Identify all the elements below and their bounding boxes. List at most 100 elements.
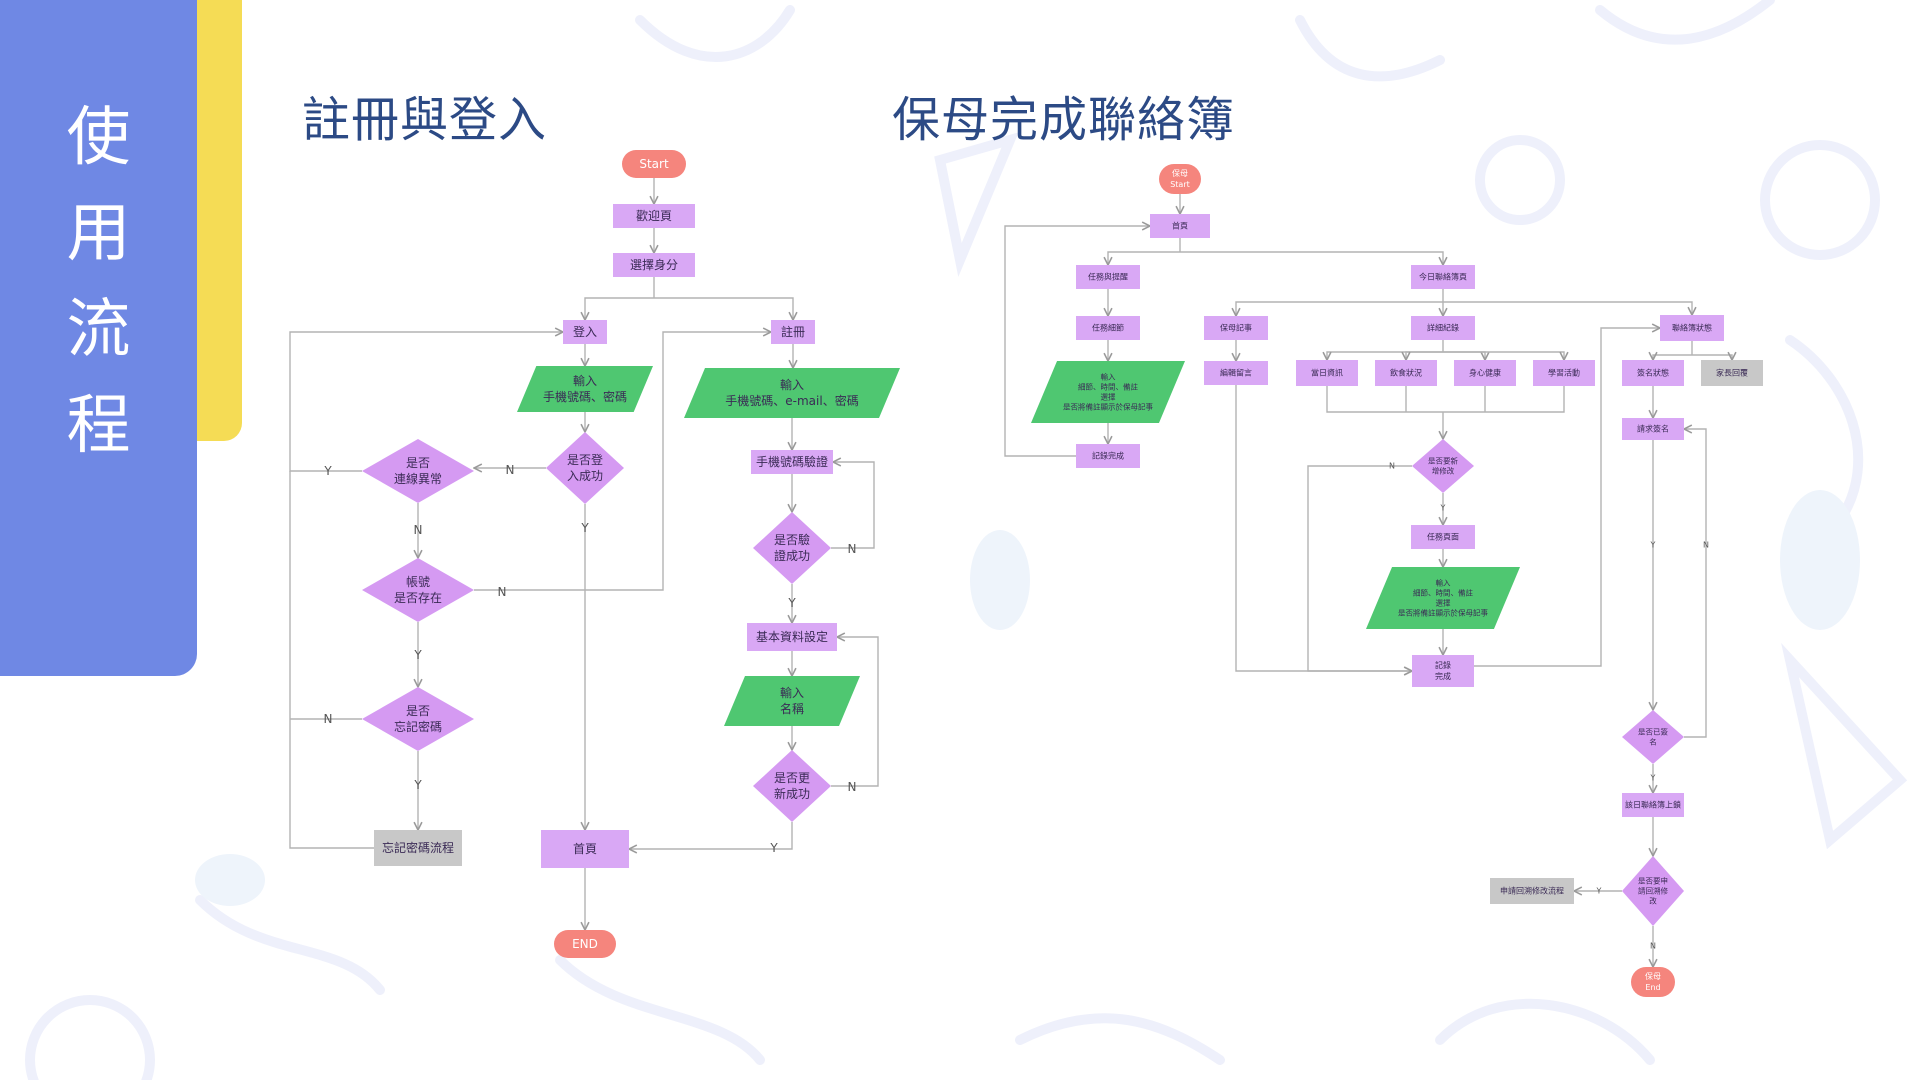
edge-conn-yes [289, 332, 563, 472]
label-forgot-no: N [324, 712, 333, 726]
node-login-success-label: 是否登 [567, 452, 603, 467]
node2-task-input2-label: 輸入 [1436, 577, 1452, 587]
edge-verify-no [831, 462, 875, 549]
node2-need-edit-shape [1412, 439, 1474, 493]
node-connection-error-label: 是否 [406, 456, 430, 470]
node-start-label: Start [639, 157, 669, 171]
label-account-no: N [498, 585, 507, 599]
node2-detail-record-label: 詳細紀錄 [1427, 323, 1459, 333]
node2-sign-status: 簽名狀態 [1622, 360, 1684, 386]
label2-need-edit-yes: Y [1440, 504, 1446, 513]
node2-task-detail: 任務細節 [1076, 316, 1140, 340]
node2-apply-edit-flow-label: 申請回溯修改流程 [1500, 886, 1564, 896]
node2-diet: 飲食狀況 [1375, 360, 1437, 386]
node2-record-done-label: 記錄完成 [1092, 451, 1124, 461]
node-verify-success-label: 證成功 [774, 548, 810, 563]
node2-need-edit-label: 是否要新 [1428, 455, 1458, 465]
sidebar-title-char: 流 [66, 293, 131, 367]
edge2-to-sign [1653, 355, 1692, 360]
node-basic-settings-label: 基本資料設定 [756, 629, 828, 644]
node-register-input-shape [684, 368, 900, 418]
node-update-success-shape [753, 750, 831, 822]
node-register-shape [771, 320, 815, 344]
node2-nanny-notes: 保母記事 [1204, 316, 1268, 340]
node2-edit-message-label: 編輯留言 [1220, 368, 1252, 378]
node2-task-input-label: 是否將備註顯示於保母記事 [1063, 402, 1153, 412]
node-name-input-label: 輸入 [780, 685, 804, 700]
edge2-cats-merge [1326, 386, 1565, 413]
edge2-to-health [1443, 351, 1485, 360]
node2-edit-message: 編輯留言 [1204, 361, 1268, 385]
label2-need-edit-no: N [1389, 462, 1395, 471]
node-register-input-label: 手機號碼、e-mail、密碼 [725, 393, 858, 408]
node-home-label: 首頁 [573, 842, 597, 856]
node2-nanny-notes-label: 保母記事 [1220, 323, 1252, 333]
node2-health: 身心健康 [1454, 360, 1516, 386]
node2-end-shape [1631, 967, 1675, 997]
node2-request-sign-label: 請求簽名 [1637, 424, 1669, 434]
node-end-shape [554, 930, 616, 958]
node2-daily-info-shape [1296, 360, 1358, 386]
node-update-success-label: 是否更 [774, 771, 810, 785]
node-login-input-label: 手機號碼、密碼 [543, 389, 627, 404]
node-register-label: 註冊 [781, 325, 805, 339]
node2-task-page-label: 任務頁面 [1427, 532, 1459, 542]
node2-parent-request-edit-label: 改 [1649, 896, 1657, 906]
label-verify-yes: Y [787, 596, 796, 610]
node2-daily-info-label: 當日資訊 [1311, 368, 1343, 378]
node2-parent-request-edit-label: 是否要申 [1638, 875, 1668, 885]
label-login-yes: Y [580, 521, 589, 535]
node-name-input-shape [724, 676, 860, 726]
node-register: 註冊 [771, 320, 815, 344]
node2-parent-reply: 家長回覆 [1701, 360, 1763, 386]
edge-update-no [831, 637, 879, 787]
node-choose-role-label: 選擇身分 [630, 257, 678, 272]
node2-request-sign-shape [1622, 418, 1684, 440]
node2-task-input-shape [1031, 361, 1185, 423]
node2-today-diary: 今日聯絡簿頁 [1411, 265, 1475, 289]
label2-sign-loop-yes: Y [1650, 541, 1656, 550]
node2-need-edit-label: 增修改 [1432, 466, 1455, 476]
node2-diary-status-label: 聯絡簿狀態 [1672, 323, 1712, 333]
node2-task-input2-label: 是否將備註顯示於保母記事 [1398, 608, 1488, 618]
node2-task-input-label: 細節、時間、備註 [1078, 381, 1138, 391]
label2-signed-yes: Y [1650, 774, 1656, 783]
node-forgot-flow-label: 忘記密碼流程 [382, 840, 454, 855]
node2-today-diary-shape [1411, 265, 1475, 289]
node2-diet-shape [1375, 360, 1437, 386]
node2-start-label: 保母 [1172, 168, 1188, 178]
node2-home-shape [1150, 214, 1210, 238]
node-forgot-password-label: 是否 [406, 704, 430, 718]
label-conn-no: N [414, 523, 423, 537]
node-choose-role-shape [613, 253, 695, 277]
node-verify-success-label: 是否驗 [774, 533, 810, 547]
node2-task-detail-shape [1076, 316, 1140, 340]
node-phone-verify-label: 手機號碼驗證 [756, 454, 828, 469]
edge2-edit-msg-done [1235, 385, 1412, 671]
node2-apply-edit-flow-shape [1490, 878, 1574, 904]
node-connection-error-shape [362, 439, 474, 503]
node2-diary-uploaded-label: 該日聯絡簿上鎖 [1625, 800, 1681, 810]
node2-diary-uploaded: 該日聯絡簿上鎖 [1622, 793, 1684, 817]
label-login-fail: N [506, 463, 515, 477]
node-login-shape [563, 320, 607, 344]
node-name-input-label: 名稱 [780, 701, 804, 716]
node2-edit-message-shape [1204, 361, 1268, 385]
label-account-yes: Y [413, 648, 422, 662]
node-basic-settings-shape [747, 623, 837, 651]
node-account-exists-label: 是否存在 [394, 591, 442, 605]
node2-daily-info: 當日資訊 [1296, 360, 1358, 386]
node-home: 首頁 [541, 830, 629, 868]
node2-task-detail-label: 任務細節 [1092, 323, 1124, 333]
edge2-to-diet [1406, 351, 1443, 360]
node2-home-label: 首頁 [1172, 221, 1188, 231]
node2-record-done: 記錄完成 [1076, 444, 1140, 468]
edge2-to-status [1443, 301, 1692, 315]
node2-parent-reply-label: 家長回覆 [1716, 368, 1748, 378]
node2-learning-shape [1533, 360, 1595, 386]
